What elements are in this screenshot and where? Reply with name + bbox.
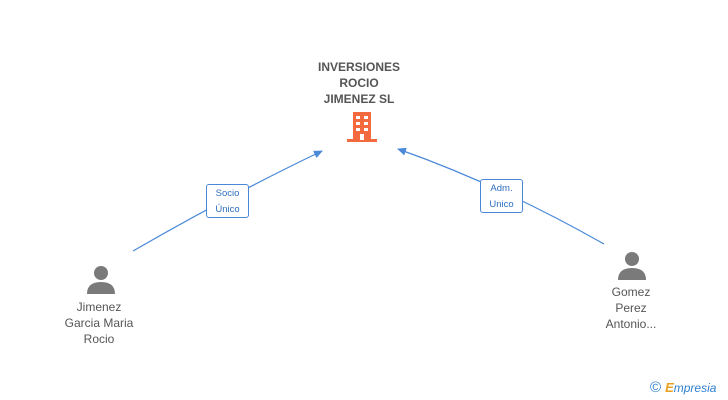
person-name-jimenez[interactable]: Jimenez Garcia Maria Rocio [44,299,154,347]
brand-rest: mpresia [673,381,717,395]
company-name-line: ROCIO [339,76,379,90]
role-label-line: Unico [489,199,514,210]
person-name-line: Antonio... [605,317,657,331]
person-icon[interactable] [86,264,116,294]
company-name-line: JIMENEZ SL [323,92,395,106]
role-label-line: Único [215,204,240,215]
person-name-line: Rocio [83,332,115,346]
company-name[interactable]: INVERSIONES ROCIO JIMENEZ SL [299,59,419,107]
brand-name: Empresia [665,380,716,396]
brand-initial: E [665,380,674,395]
company-name-line: INVERSIONES [317,60,401,74]
role-label-line: Socio [215,188,240,199]
brand-logo: © Empresia [650,380,716,396]
role-label-socio-unico[interactable]: Socio Único [206,184,249,218]
role-label-adm-unico[interactable]: Adm. Unico [480,179,523,213]
person-name-line: Garcia Maria [64,316,134,330]
person-name-line: Gomez [611,285,651,299]
person-icon[interactable] [617,250,647,280]
copyright-icon: © [650,379,662,396]
person-name-line: Jimenez [76,300,122,314]
person-name-line: Perez [615,301,647,315]
person-name-gomez[interactable]: Gomez Perez Antonio... [576,284,686,332]
role-label-line: Adm. [490,183,513,194]
building-icon[interactable] [345,110,379,144]
